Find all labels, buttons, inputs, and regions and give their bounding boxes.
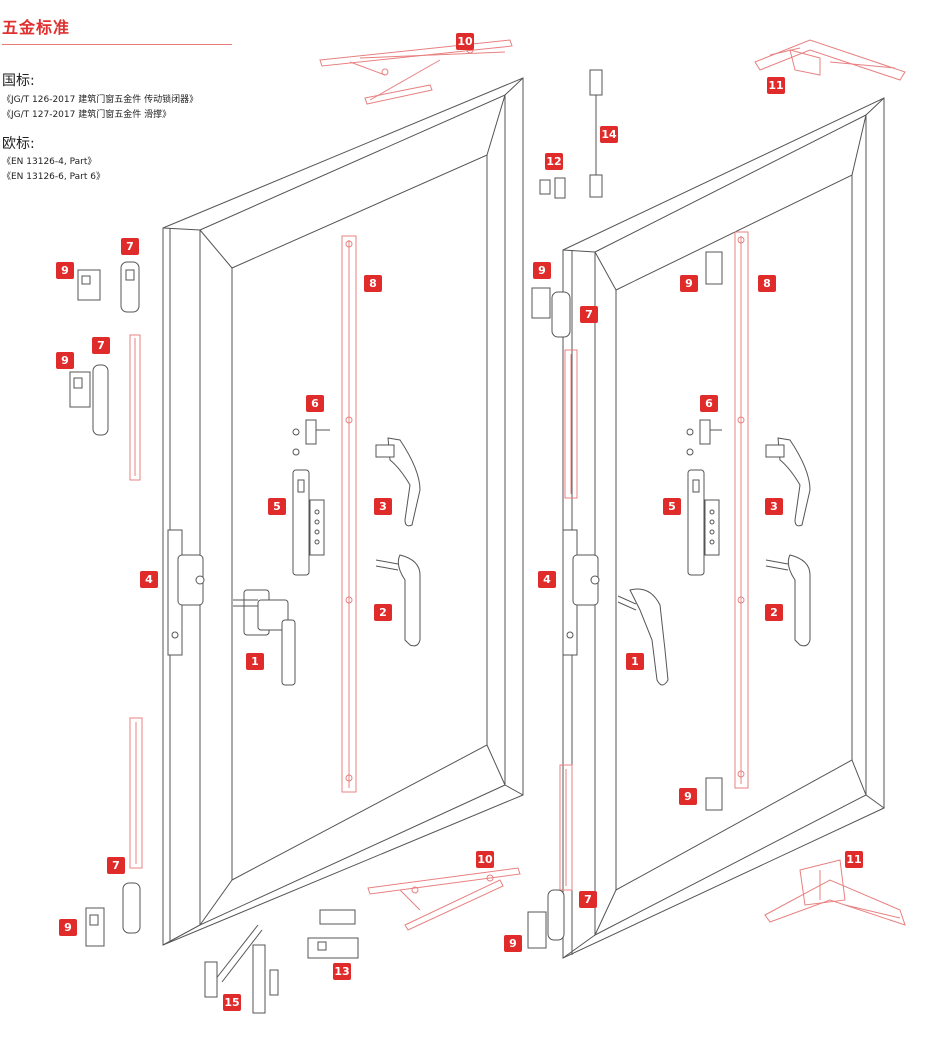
- right-handle-1: [617, 588, 669, 686]
- callout-badge: 10: [476, 851, 494, 868]
- left-keeper-7-top: [120, 261, 140, 313]
- right-keeper-7-bottom: [547, 889, 565, 941]
- right-rod-upper: [564, 349, 578, 499]
- right-keeper-9-bottom: [527, 911, 547, 949]
- callout-badge: 7: [580, 306, 598, 323]
- callout-badge: 4: [140, 571, 158, 588]
- national-standard-item: 《JG/T 127-2017 建筑门窗五金件 滑撑》: [2, 110, 172, 120]
- callout-badge: 6: [306, 395, 324, 412]
- left-keeper-7-mid: [92, 364, 109, 436]
- callout-badge: 5: [663, 498, 681, 515]
- left-keeper-9-mid: [69, 371, 91, 408]
- right-strike-6: [686, 419, 722, 456]
- small-parts-12: [539, 177, 566, 199]
- european-standard-item: 《EN 13126-4, Part》: [2, 157, 97, 167]
- right-gearbox-5: [687, 469, 720, 576]
- callout-badge: 5: [268, 498, 286, 515]
- top-hinge-11: [754, 39, 906, 81]
- left-keeper-9-bottom: [85, 907, 105, 947]
- left-lock-body-4: [167, 529, 205, 656]
- top-friction-stay-10: [319, 39, 513, 105]
- european-standard-item: 《EN 13126-6, Part 6》: [2, 172, 105, 182]
- page-title: 五金标准: [2, 18, 71, 37]
- left-window-frame: [162, 77, 524, 946]
- callout-badge: 2: [765, 604, 783, 621]
- cable-14: [589, 69, 603, 198]
- national-standard-item: 《JG/T 126-2017 建筑门窗五金件 传动锁闭器》: [2, 95, 199, 105]
- right-window-frame: [562, 97, 885, 959]
- callout-badge: 8: [758, 275, 776, 292]
- left-gearbox-5: [292, 469, 325, 576]
- callout-badge: 11: [845, 851, 863, 868]
- callout-badge: 2: [374, 604, 392, 621]
- callout-badge: 14: [600, 126, 618, 143]
- callout-badge: 7: [92, 337, 110, 354]
- callout-badge: 3: [374, 498, 392, 515]
- callout-badge: 6: [700, 395, 718, 412]
- right-lock-body-4: [562, 529, 600, 656]
- callout-badge: 9: [56, 262, 74, 279]
- callout-badge: 9: [533, 262, 551, 279]
- left-rod-lower: [129, 717, 143, 869]
- national-standard-heading: 国标:: [2, 73, 35, 89]
- callout-badge: 9: [680, 275, 698, 292]
- right-rod-lower: [559, 764, 573, 891]
- callout-badge: 9: [504, 935, 522, 952]
- left-keeper-9-top: [77, 269, 101, 301]
- callout-badge: 9: [679, 788, 697, 805]
- callout-badge: 3: [765, 498, 783, 515]
- title-divider: [2, 44, 232, 45]
- keeper-block-13: [307, 909, 359, 959]
- callout-badge: 12: [545, 153, 563, 170]
- left-drive-rod-8: [341, 235, 357, 793]
- right-drive-rod-8: [734, 231, 749, 789]
- left-strike-6: [292, 419, 330, 456]
- callout-badge: 7: [579, 891, 597, 908]
- callout-badge: 8: [364, 275, 382, 292]
- left-handle-2: [375, 554, 421, 647]
- callout-badge: 15: [223, 994, 241, 1011]
- callout-badge: 4: [538, 571, 556, 588]
- left-rod-upper: [129, 334, 141, 481]
- callout-badge: 9: [56, 352, 74, 369]
- left-handle-1: [233, 589, 296, 686]
- callout-badge: 10: [456, 33, 474, 50]
- callout-badge: 7: [107, 857, 125, 874]
- callout-badge: 1: [246, 653, 264, 670]
- bottom-friction-stay-10: [367, 867, 521, 931]
- callout-badge: 9: [59, 919, 77, 936]
- european-standard-heading: 欧标:: [2, 136, 35, 152]
- callout-badge: 11: [767, 77, 785, 94]
- right-keeper-9-lower: [705, 777, 723, 811]
- right-handle-3: [765, 437, 811, 527]
- bottom-hinge-11: [764, 859, 906, 926]
- right-keeper-7-top: [551, 291, 571, 338]
- restrictor-15: [204, 924, 279, 1014]
- left-handle-3: [375, 437, 421, 527]
- callout-badge: 7: [121, 238, 139, 255]
- right-keeper-9-top: [531, 287, 551, 319]
- left-keeper-7-bottom: [122, 882, 141, 934]
- right-keeper-9-upper: [705, 251, 723, 285]
- callout-badge: 13: [333, 963, 351, 980]
- right-handle-2: [765, 554, 811, 647]
- callout-badge: 1: [626, 653, 644, 670]
